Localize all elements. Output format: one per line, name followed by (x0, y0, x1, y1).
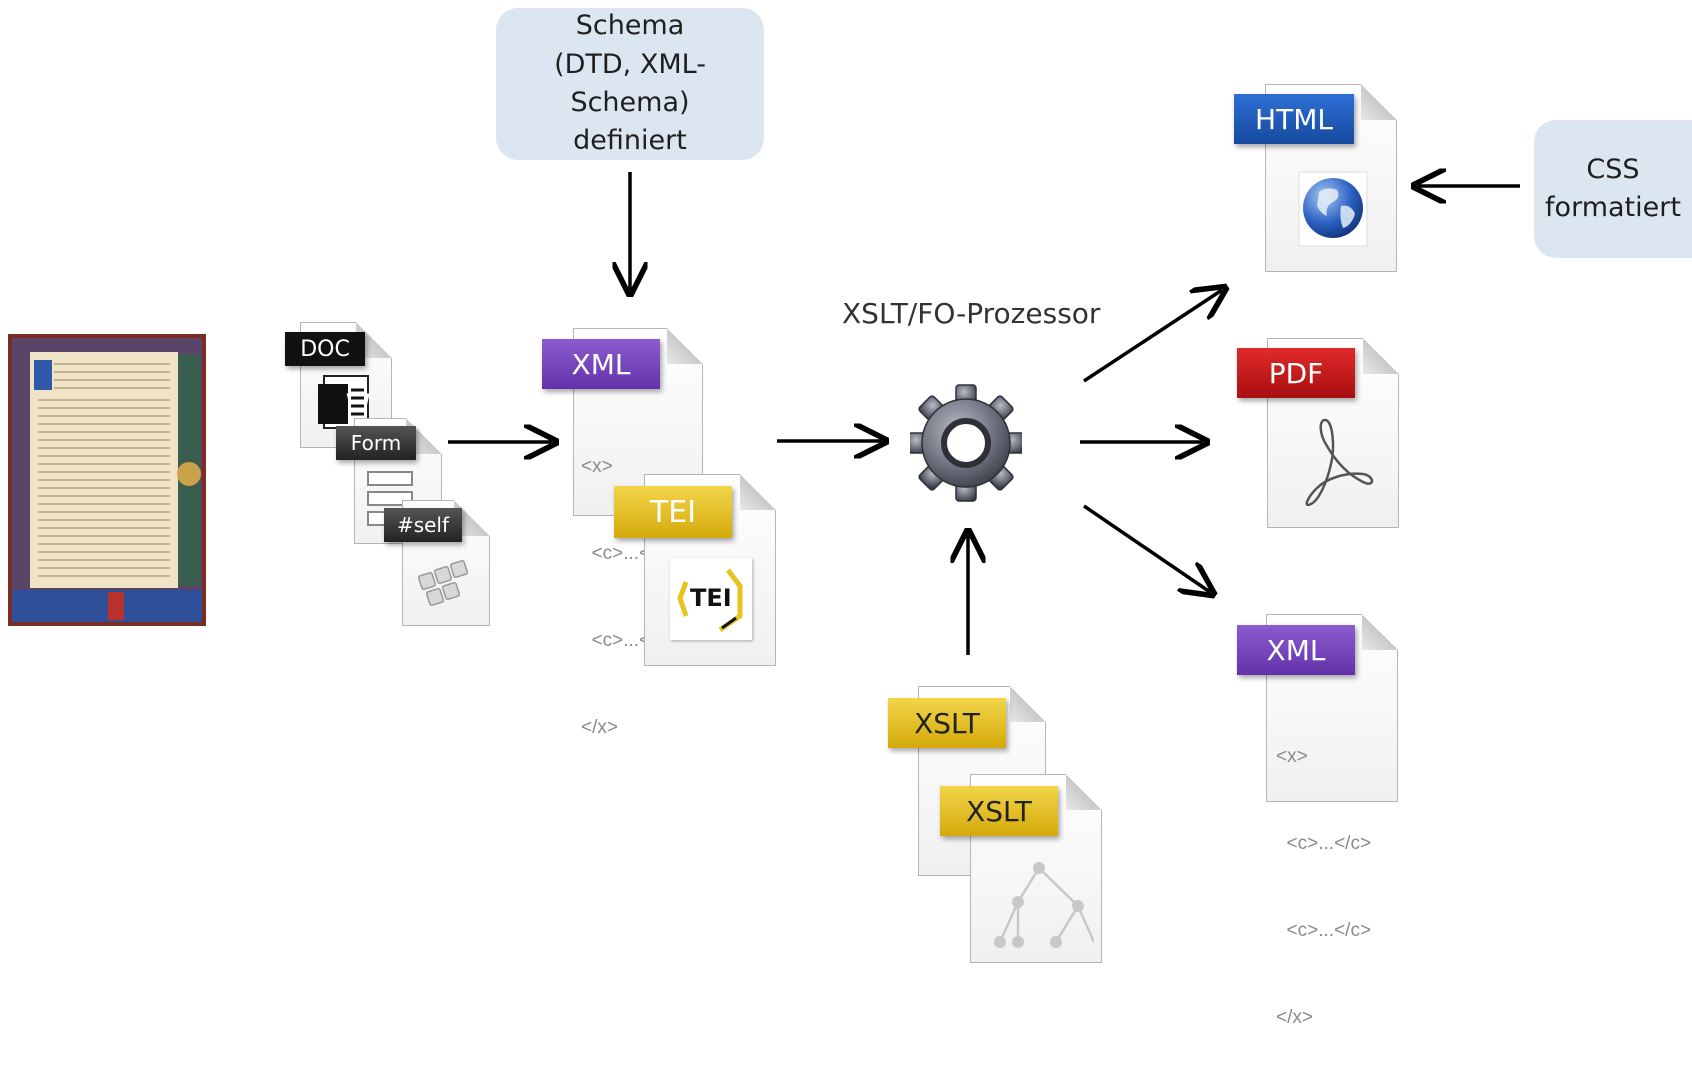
css-line-1: CSS (1586, 153, 1640, 185)
xml-output-code-line: <c>...</c> (1276, 920, 1372, 941)
xml-output-code-line: <x> (1276, 746, 1308, 767)
xml-output-tag: XML (1237, 625, 1355, 675)
schema-line-3: definiert (573, 125, 687, 157)
css-line-2: formatiert (1545, 192, 1681, 223)
keyboard-icon (414, 548, 480, 619)
schema-line-2: (DTD, XML-Schema) (554, 48, 706, 118)
xslt-tag-2: XSLT (940, 786, 1058, 836)
xml-code-line: </x> (581, 717, 618, 738)
arrow-processor-to-xml (1083, 504, 1210, 592)
acrobat-icon (1297, 412, 1377, 517)
form-tag: Form (336, 426, 416, 460)
svg-text:W: W (346, 391, 370, 416)
manuscript-image (8, 334, 206, 626)
pdf-tag: PDF (1237, 348, 1355, 398)
arrows-layer (448, 0, 1520, 655)
xml-output-code-line: <c>...</c> (1276, 833, 1372, 854)
xml-source-tag: XML (542, 339, 660, 389)
self-tag: #self (384, 508, 462, 542)
schema-box: Schema (DTD, XML-Schema) definiert (496, 8, 764, 160)
xslt-tag-1: XSLT (888, 698, 1006, 748)
globe-icon (1297, 166, 1369, 248)
arrow-processor-to-html (1083, 290, 1222, 383)
tree-icon (984, 856, 1096, 961)
doc-tag: DOC (285, 332, 365, 366)
xml-code-line: <x> (581, 456, 613, 477)
xml-output-code-line: </x> (1276, 1007, 1313, 1028)
tei-logo-text: TEI (690, 584, 732, 612)
xml-output-code: <x> <c>...</c> <c>...</c> </x> (1276, 684, 1371, 1090)
tei-logo: TEI (670, 558, 752, 640)
tei-tag: TEI (614, 486, 732, 538)
css-box: CSS formatiert (1534, 120, 1692, 258)
schema-line-1: Schema (575, 10, 685, 42)
gear-icon (907, 382, 1025, 504)
html-tag: HTML (1234, 94, 1354, 144)
processor-label: XSLT/FO-Prozessor (842, 297, 1101, 330)
